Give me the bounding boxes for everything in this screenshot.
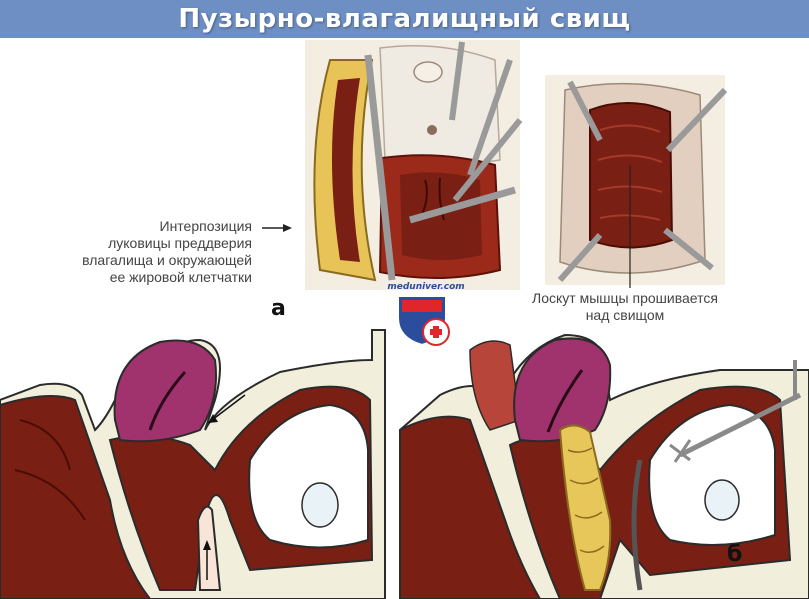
surgical-view-interposition (305, 40, 523, 290)
flap-label: Лоскут мышцы прошивается над свищом (515, 290, 735, 324)
interposition-label: Интерпозиция луковицы преддверия влагали… (40, 218, 252, 286)
pointer-arrow (262, 224, 292, 232)
interposition-line-3: влагалища и окружающей (82, 252, 252, 268)
watermark-logo (397, 295, 450, 347)
watermark-text: meduniver.com (387, 282, 465, 292)
flap-line-2: над свищом (585, 307, 665, 323)
interposition-line-2: луковицы преддверия (108, 235, 252, 251)
interposition-line-4: ее жировой клетчатки (109, 269, 252, 285)
title-bar: Пузырно-влагалищный свищ (0, 0, 809, 38)
page-title: Пузырно-влагалищный свищ (178, 4, 631, 34)
sagittal-section-after (399, 333, 809, 599)
panel-label-a: а (271, 296, 286, 321)
surgical-view-flap (545, 75, 728, 288)
panel-label-b: б (727, 542, 743, 567)
flap-line-1: Лоскут мышцы прошивается (532, 290, 718, 306)
sagittal-section-before (0, 329, 386, 599)
interposition-line-1: Интерпозиция (159, 218, 253, 234)
